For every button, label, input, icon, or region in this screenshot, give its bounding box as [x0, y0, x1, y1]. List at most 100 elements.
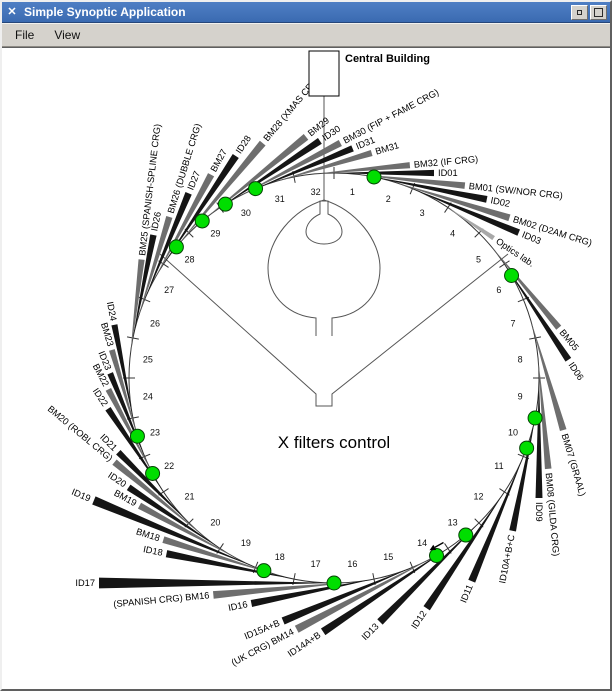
beamline-wedge[interactable] [377, 522, 479, 625]
beamline-label[interactable]: ID02 [490, 195, 511, 209]
beamline-wedge[interactable] [99, 577, 334, 589]
beamline-label[interactable]: ID19 [70, 487, 92, 504]
beamline-wedge[interactable] [153, 173, 215, 281]
status-led[interactable] [145, 465, 161, 481]
beamline-label[interactable]: ID12 [409, 609, 428, 631]
menu-view[interactable]: View [54, 28, 81, 42]
beamline-wedge[interactable] [212, 582, 353, 599]
sector-number: 3 [420, 208, 425, 218]
beamline-label[interactable]: ID11 [458, 583, 474, 604]
status-led[interactable] [504, 268, 520, 283]
beamline-label[interactable]: ID16 [227, 599, 248, 613]
sector-number: 8 [518, 355, 523, 365]
status-led[interactable] [248, 181, 264, 197]
beamline-wedge[interactable] [163, 153, 239, 265]
beamline-label[interactable]: (SPANISH CRG) BM16 [113, 590, 210, 609]
status-led[interactable] [519, 440, 535, 456]
beamline-label[interactable]: ID24 [105, 301, 119, 322]
beamline-label[interactable]: ID06 [566, 360, 585, 382]
beamline-label[interactable]: ID13 [360, 621, 381, 642]
beamline-wedge[interactable] [116, 450, 190, 523]
minimize-button[interactable] [571, 4, 588, 20]
beamline-wedge[interactable] [535, 378, 543, 498]
beamline-label[interactable]: BM25 (SPANISH-SPLINE CRG) [137, 123, 162, 256]
beamline-label[interactable]: BM31 [374, 140, 400, 156]
beamline-wedge[interactable] [320, 548, 448, 636]
status-led[interactable] [326, 575, 342, 591]
beamline-wedge[interactable] [447, 207, 495, 241]
titlebar[interactable]: ✕ Simple Synoptic Application [2, 2, 610, 23]
beamline-wedge[interactable] [315, 162, 411, 174]
hall-outline [159, 253, 509, 407]
beamline-wedge[interactable] [373, 176, 488, 203]
beamline-wedge[interactable] [126, 484, 221, 549]
beamline-wedge[interactable] [111, 324, 133, 418]
beamline-wedge[interactable] [112, 459, 203, 536]
maximize-icon [594, 7, 603, 17]
status-led[interactable] [129, 428, 145, 444]
beamline-wedge[interactable] [162, 536, 274, 574]
beamline-wedge[interactable] [334, 169, 434, 177]
menu-file[interactable]: File [15, 28, 35, 42]
status-led[interactable] [366, 169, 382, 185]
beamline-wedge[interactable] [130, 259, 145, 354]
beamline-label[interactable]: ID09 [534, 502, 544, 522]
minimize-icon [577, 9, 582, 15]
beamline-wedge[interactable] [132, 234, 157, 339]
beamline-wedge[interactable] [504, 264, 572, 362]
beamline-label[interactable]: ID17 [75, 578, 95, 588]
beamline-wedge[interactable] [220, 137, 322, 208]
sector-number: 29 [210, 228, 220, 238]
hall-outline [305, 200, 343, 245]
menubar: File View [2, 23, 610, 47]
beamline-wedge[interactable] [355, 174, 466, 189]
beamline-wedge[interactable] [250, 579, 374, 607]
synoptic-svg[interactable]: 1234567891011121314151617181920212223242… [2, 48, 610, 689]
beamline-wedge[interactable] [423, 491, 505, 611]
beamline-wedge[interactable] [530, 319, 567, 432]
sector-number: 14 [417, 538, 427, 548]
beamline-wedge[interactable] [294, 559, 430, 633]
beamline-label[interactable]: ID28 [234, 134, 253, 156]
beamline-label[interactable]: BM07 (GRAAL) [560, 432, 588, 497]
beamline-label[interactable]: BM08 (GILDA CRG) [544, 472, 562, 556]
beam-direction-arrow [434, 541, 444, 549]
status-led[interactable] [217, 196, 233, 212]
beamline-wedge[interactable] [255, 145, 354, 189]
beamline-wedge[interactable] [138, 215, 173, 318]
status-led[interactable] [429, 548, 444, 564]
beamline-wedge[interactable] [238, 140, 342, 197]
beamline-wedge[interactable] [491, 246, 562, 330]
cell-tick [499, 260, 510, 268]
status-led[interactable] [458, 527, 474, 543]
status-led[interactable] [194, 213, 210, 229]
beamline-wedge[interactable] [105, 387, 153, 474]
beamline-label[interactable]: ID18 [142, 544, 163, 558]
sector-number: 19 [241, 538, 251, 548]
sector-number: 2 [386, 194, 391, 204]
status-led[interactable] [527, 410, 543, 426]
beamline-label[interactable]: ID22 [91, 386, 110, 408]
status-led[interactable] [256, 563, 272, 579]
beamline-wedge[interactable] [412, 188, 520, 236]
maximize-button[interactable] [590, 4, 607, 20]
beamline-label[interactable]: ID26 [149, 211, 163, 232]
beamline-label[interactable]: ID10A+B+C [497, 533, 517, 584]
sector-number: 13 [448, 518, 458, 528]
beamline-wedge[interactable] [394, 182, 511, 222]
sector-number: 7 [510, 319, 515, 329]
beamline-wedge[interactable] [92, 496, 256, 568]
beamline-label[interactable]: ID01 [438, 168, 458, 178]
beamline-wedge[interactable] [468, 456, 524, 583]
beamline-wedge[interactable] [144, 192, 192, 300]
beamline-wedge[interactable] [275, 150, 373, 182]
status-led[interactable] [168, 239, 184, 255]
beamline-wedge[interactable] [137, 502, 237, 559]
beamline-label[interactable]: BM30 (FIP + FAME CRG) [342, 87, 441, 146]
beamline-wedge[interactable] [538, 359, 552, 470]
beamline-wedge[interactable] [281, 567, 413, 625]
beamline-wedge[interactable] [109, 349, 138, 437]
beamline-wedge[interactable] [204, 134, 309, 219]
sector-number: 6 [496, 285, 501, 295]
